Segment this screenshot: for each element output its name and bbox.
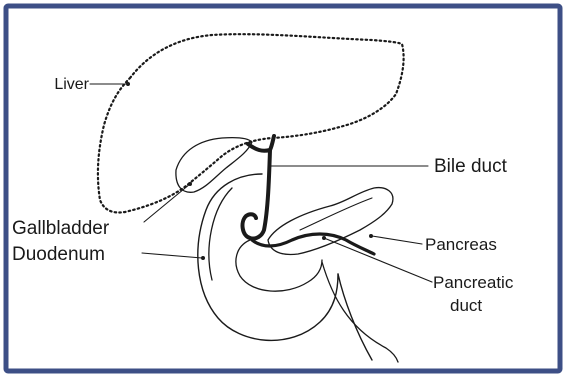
gallbladder-leader-dot (188, 182, 192, 186)
duodenum-leader-dot (201, 256, 205, 260)
label-bile-duct: Bile duct (434, 156, 508, 177)
liver-leader-dot (126, 82, 130, 86)
label-liver: Liver (54, 76, 89, 93)
label-duodenum: Duodenum (12, 244, 105, 265)
label-gallbladder: Gallbladder (12, 218, 110, 239)
label-pancreatic-duct: Pancreatic (433, 273, 514, 292)
label-pancreatic-duct-line2: duct (450, 296, 482, 315)
pancreas-leader-dot (369, 234, 373, 238)
pancreatic-duct-leader-dot (322, 236, 326, 240)
diagram-frame (6, 6, 560, 371)
label-pancreas: Pancreas (425, 235, 497, 254)
